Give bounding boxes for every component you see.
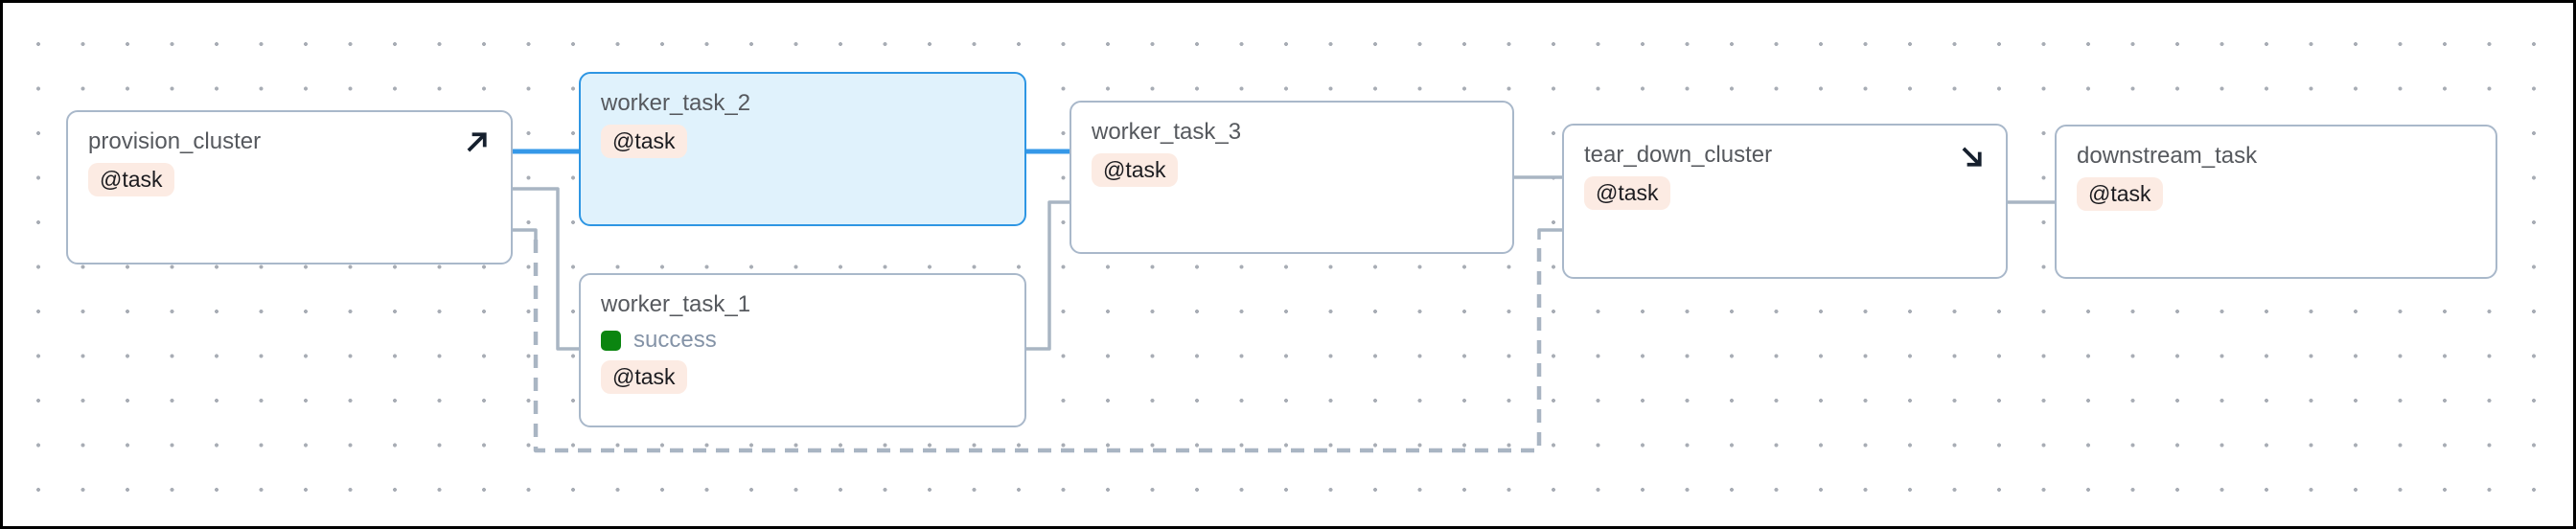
task-node-worker-task-1[interactable]: worker_task_1 success @task [579,273,1026,427]
task-title: worker_task_1 [601,291,751,317]
teardown-arrow-down-right-icon [1957,142,1986,171]
task-title: tear_down_cluster [1584,142,1773,168]
task-title: downstream_task [2077,143,2258,169]
edge-setup-teardown-stub-left [512,228,538,240]
task-decorator-badge: @task [88,163,174,196]
task-node-provision-cluster[interactable]: provision_cluster @task [66,110,513,264]
success-status-icon [601,330,621,351]
task-decorator-badge: @task [2077,177,2163,211]
task-title: worker_task_2 [601,90,751,116]
edge-worker1-to-worker3 [1024,200,1072,351]
edge-setup-teardown-dashed [533,240,1542,453]
task-node-tear-down-cluster[interactable]: tear_down_cluster @task [1562,124,2008,279]
task-title: provision_cluster [88,128,262,154]
task-decorator-badge: @task [1584,176,1670,210]
task-decorator-badge: @task [601,360,687,394]
edge-setup-teardown-stub-right [1537,228,1565,240]
task-status-label: success [633,327,717,353]
task-title: worker_task_3 [1092,119,1242,145]
task-node-downstream-task[interactable]: downstream_task @task [2055,125,2497,279]
setup-arrow-up-right-icon [462,128,491,157]
task-decorator-badge: @task [601,125,687,158]
task-node-worker-task-2[interactable]: worker_task_2 @task [579,72,1026,226]
task-decorator-badge: @task [1092,153,1178,187]
edge-provision-to-worker1 [512,187,581,351]
task-status-row: success [601,327,717,354]
task-node-worker-task-3[interactable]: worker_task_3 @task [1070,101,1514,254]
